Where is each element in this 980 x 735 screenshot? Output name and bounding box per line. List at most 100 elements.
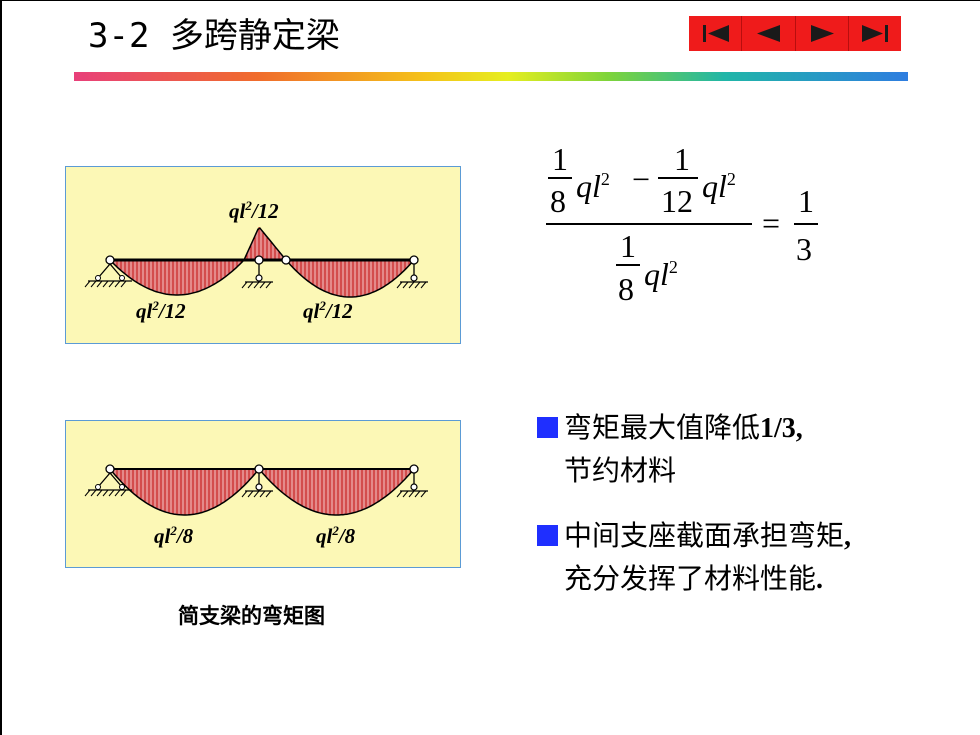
result-denominator: 3 [796, 231, 812, 267]
next-slide-button[interactable] [794, 16, 848, 51]
ground-hatch [108, 489, 115, 497]
ground-hatch [114, 280, 121, 288]
ground-hatch [90, 280, 97, 288]
minus-sign: − [632, 161, 651, 197]
result-fraction-bar [794, 223, 818, 225]
ground-hatch [253, 490, 260, 498]
right-span-moment-label: ql2/12 [303, 298, 353, 323]
left-span-moment-label: ql2/12 [136, 298, 186, 323]
pin-support-icon [105, 255, 115, 265]
ground-hatch [396, 490, 403, 498]
ground-hatch [253, 281, 260, 289]
variable-term: ql2 [702, 168, 736, 204]
pin-support-icon [97, 472, 123, 488]
hinge-icon [281, 255, 291, 265]
fraction-denominator: 8 [550, 183, 566, 219]
next-icon [810, 25, 834, 42]
pin-support-icon [95, 484, 101, 490]
pin-support-icon [119, 484, 125, 490]
fraction-bar [616, 264, 640, 266]
pin-support-icon [105, 464, 115, 474]
ground-hatch [396, 281, 403, 289]
skip-to-first-icon [703, 25, 729, 42]
roller-support-icon [254, 255, 264, 265]
ground-hatch [247, 490, 254, 498]
previous-icon [757, 25, 781, 42]
ground-hatch [247, 281, 254, 289]
ground-hatch [114, 489, 121, 497]
title-underline [74, 72, 908, 81]
fraction-numerator: 1 [620, 228, 636, 264]
fraction-denominator: 8 [618, 271, 634, 307]
ground-hatch [420, 490, 427, 498]
roller-support-icon [409, 255, 419, 265]
previous-slide-button[interactable] [741, 16, 794, 51]
fraction-numerator: 1 [552, 141, 568, 177]
ground-hatch [241, 490, 248, 498]
pin-support-icon [97, 263, 123, 279]
roller-support-icon [410, 274, 418, 282]
right-span-moment-label: ql2/8 [316, 523, 356, 548]
simple-beam-moment-diagram: ql2/8 ql2/8 [65, 420, 461, 568]
ground-hatch [90, 489, 97, 497]
roller-support-icon [255, 274, 263, 282]
moment-curve [109, 468, 259, 516]
moment-curve [258, 468, 414, 516]
peak-moment-label: ql2/12 [229, 198, 279, 223]
pin-support-icon [95, 275, 101, 281]
equals-sign: = [762, 205, 781, 241]
ground-hatch [84, 280, 91, 288]
square-bullet-icon [537, 417, 558, 438]
variable-term: ql2 [576, 168, 610, 204]
ground-hatch [259, 490, 266, 498]
first-slide-button[interactable] [689, 16, 741, 51]
ground-hatch [241, 281, 248, 289]
fraction-bar [548, 177, 572, 179]
ground-hatch [402, 281, 409, 289]
roller-support-icon [254, 464, 264, 474]
main-fraction-bar [546, 223, 752, 225]
ground-hatch [259, 281, 266, 289]
ground-hatch [84, 489, 91, 497]
fraction-bar [658, 177, 698, 179]
slide-left-border [0, 0, 2, 735]
variable-term: ql2 [644, 256, 678, 292]
ground-hatch [414, 281, 421, 289]
slide-top-border [0, 0, 980, 1]
ground-hatch [120, 489, 127, 497]
ground-hatch [96, 280, 103, 288]
bullet-point: 中间支座截面承担弯矩, 充分发挥了材料性能. [537, 515, 851, 601]
moment-curve [243, 227, 287, 261]
moment-ratio-formula: 1 8 ql2 − 1 12 ql2 1 8 ql2 = 1 3 [540, 135, 830, 325]
diagram-caption: 简支梁的弯矩图 [178, 604, 325, 628]
last-slide-button[interactable] [847, 16, 901, 51]
ground-hatch [120, 280, 127, 288]
multi-span-moment-diagram: ql2/12 ql2/12 ql2/12 [65, 166, 461, 344]
pin-support-icon [119, 275, 125, 281]
moment-curve [285, 259, 415, 298]
ground-hatch [265, 281, 272, 289]
ground-hatch [108, 280, 115, 288]
skip-to-last-icon [861, 25, 888, 42]
roller-support-icon [255, 483, 263, 491]
result-numerator: 1 [798, 183, 814, 219]
roller-support-icon [410, 483, 418, 491]
ground-hatch [102, 489, 109, 497]
ground-hatch [96, 489, 103, 497]
bullet-point: 弯矩最大值降低1/3, 节约材料 [537, 407, 803, 492]
moment-diagram-drawing [84, 464, 428, 516]
moment-curve [109, 259, 245, 296]
ground-hatch [402, 490, 409, 498]
moment-diagram-drawing [84, 227, 428, 298]
fraction-denominator: 12 [661, 183, 693, 219]
ground-hatch [420, 281, 427, 289]
page-title: 3-2 多跨静定梁 [88, 16, 340, 56]
ground-hatch [265, 490, 272, 498]
ground-hatch [102, 280, 109, 288]
ground-hatch [408, 281, 415, 289]
slide-navigation [689, 16, 901, 51]
moment-area [244, 228, 286, 260]
square-bullet-icon [537, 525, 558, 546]
ground-hatch [414, 490, 421, 498]
fraction-numerator: 1 [674, 141, 690, 177]
